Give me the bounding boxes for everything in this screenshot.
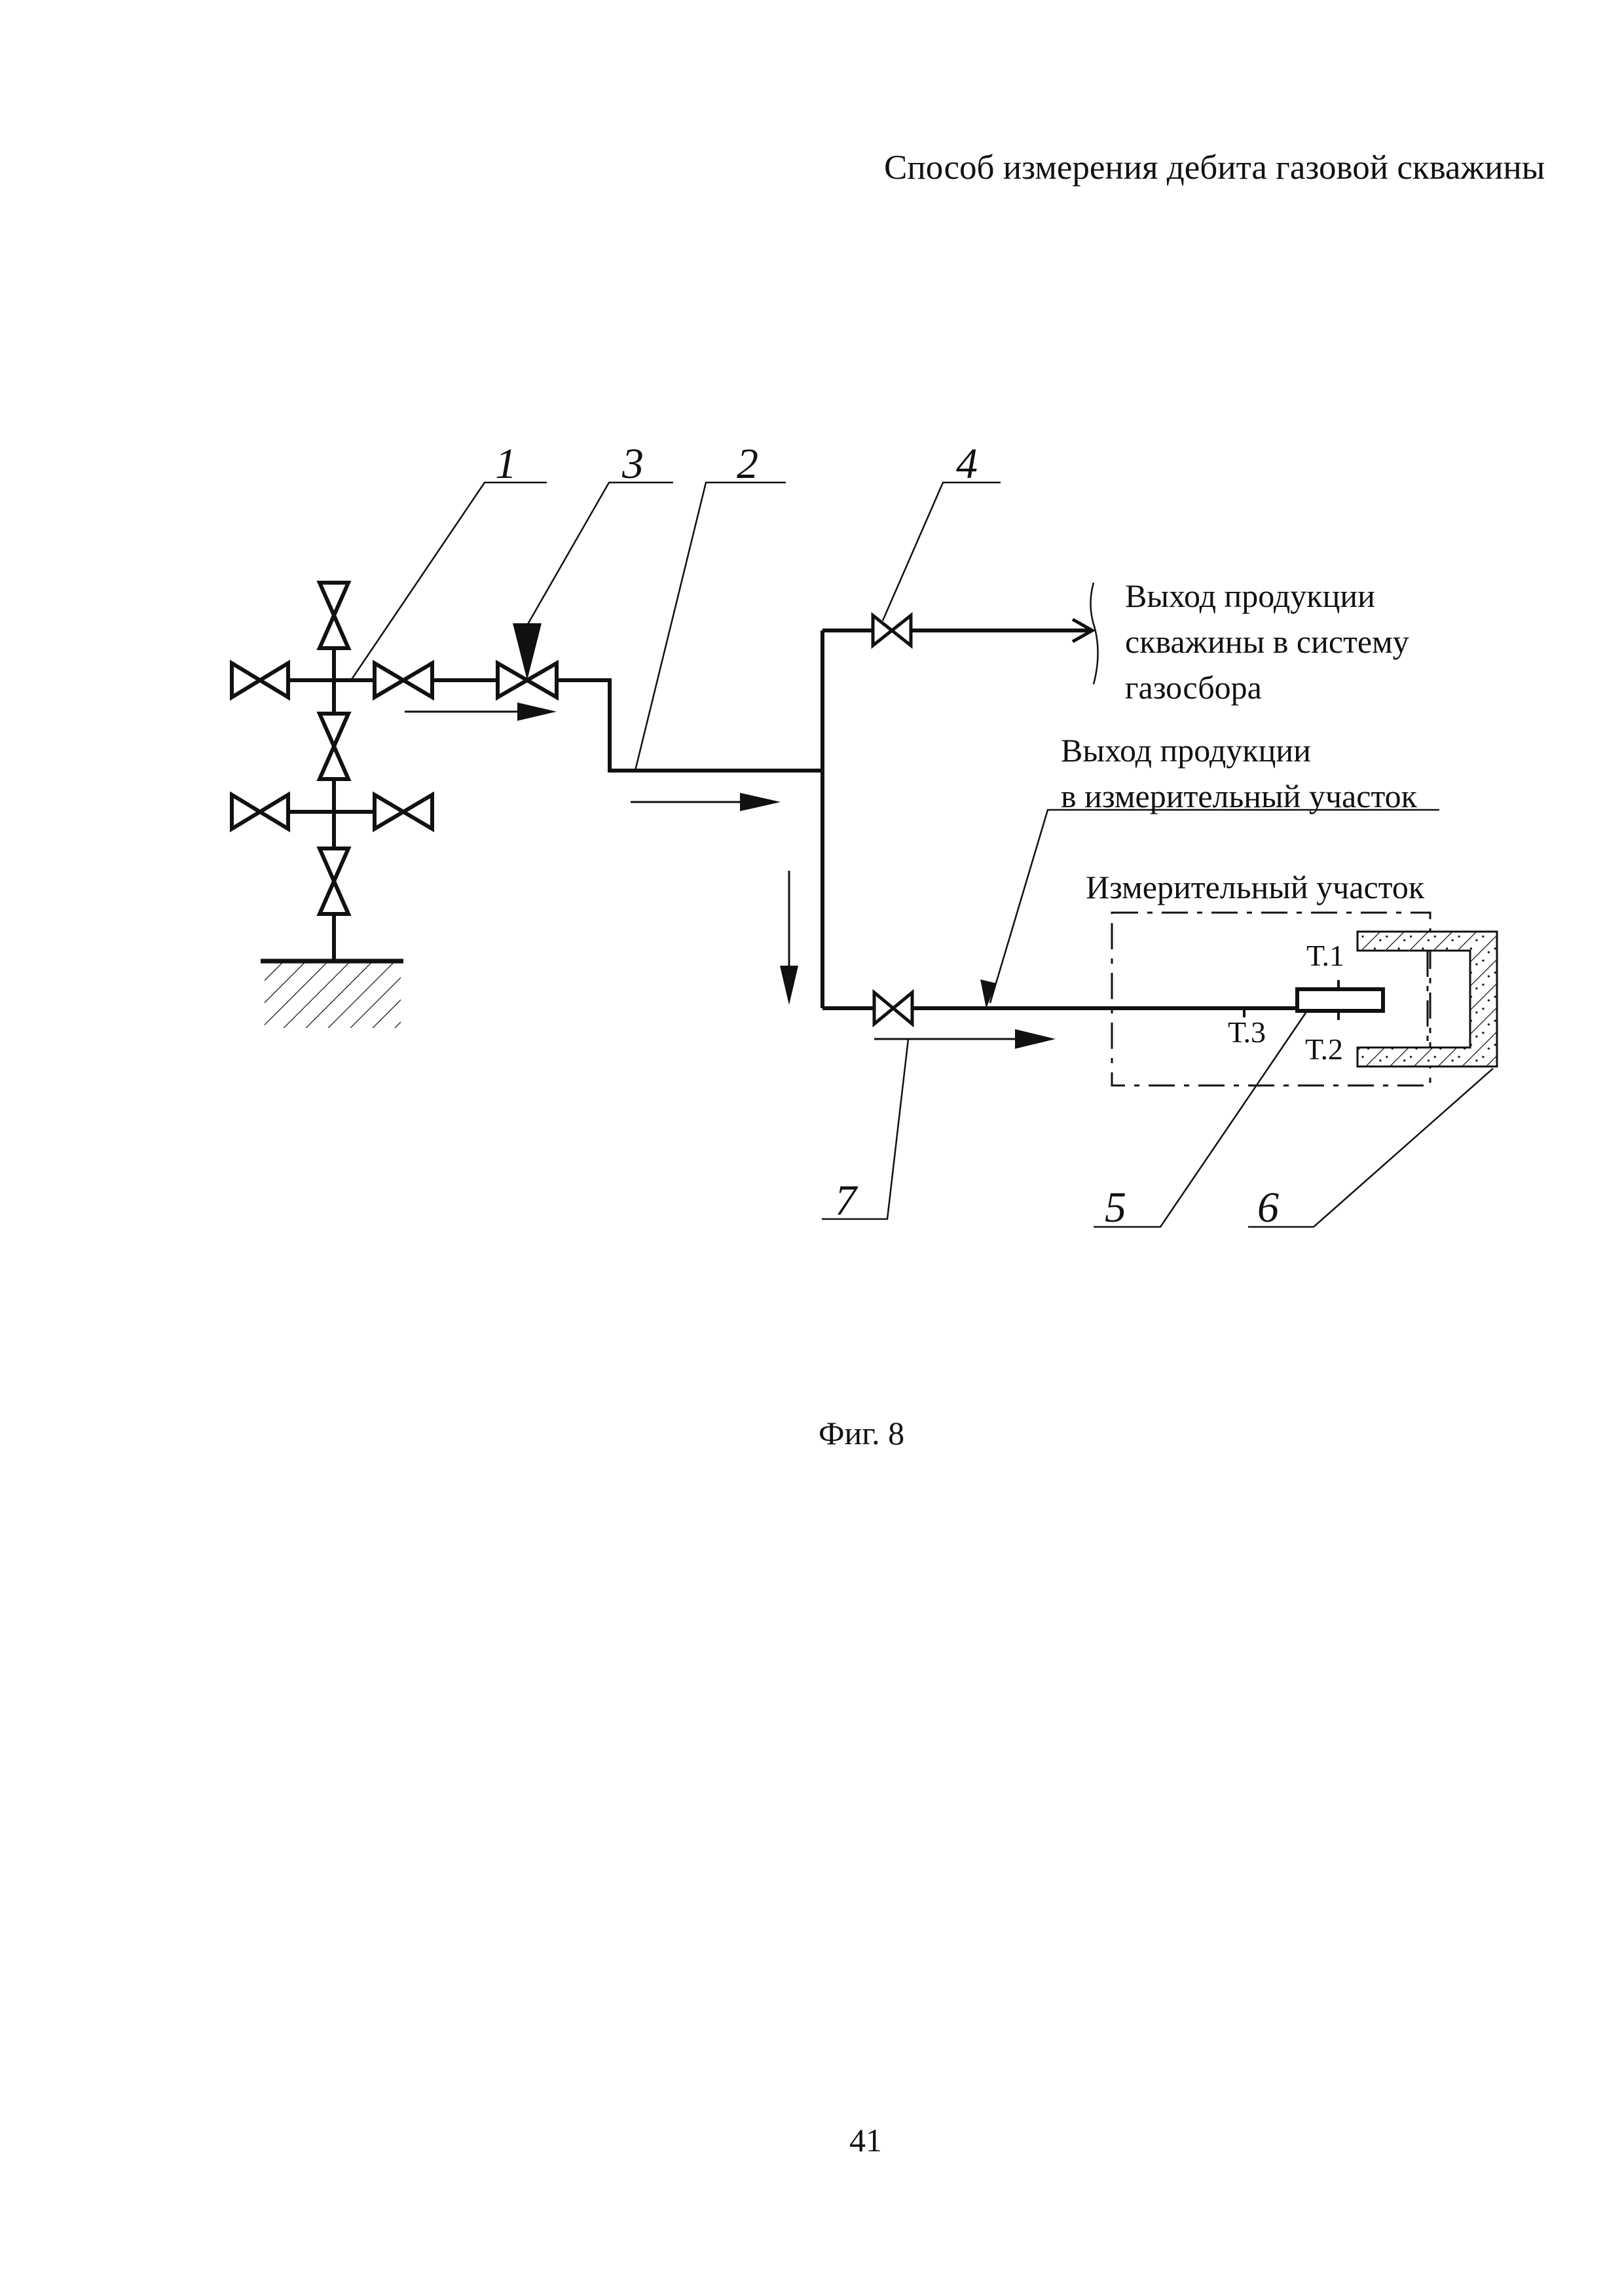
wellhead-lower-right-valve-icon xyxy=(373,791,434,833)
ground-hatch-icon xyxy=(261,958,403,1028)
point-t2-label: Т.2 xyxy=(1305,1032,1343,1066)
leader-2 xyxy=(634,481,786,771)
wellhead-top-valve-icon xyxy=(316,581,352,650)
callout-7: 7 xyxy=(835,1176,858,1224)
flow-arrow-measuring xyxy=(874,1029,1056,1049)
wellhead-upper-left-valve-icon xyxy=(230,659,290,701)
callout-1: 1 xyxy=(495,440,517,488)
figure-caption: Фиг. 8 xyxy=(819,1415,905,1451)
measuring-output-line-2: в измерительный участок xyxy=(1061,778,1418,814)
wellhead-master-valve-icon xyxy=(316,712,352,781)
page-header-title: Способ измерения дебита газовой скважины xyxy=(884,149,1545,187)
wellhead-lower-left-valve-icon xyxy=(230,791,290,833)
gathering-brace-icon xyxy=(1090,582,1099,685)
measuring-output-line-1: Выход продукции xyxy=(1061,732,1311,769)
flow-arrow-trunk xyxy=(631,793,781,811)
flow-arrow-down xyxy=(780,871,798,1005)
measuring-output-arrowhead xyxy=(980,979,997,1008)
callout-2: 2 xyxy=(737,440,758,488)
wellhead-cross-icon xyxy=(230,581,434,961)
measuring-section-boundary xyxy=(1111,911,1431,1087)
page-number: 41 xyxy=(849,2122,882,2159)
flowline-pipe xyxy=(432,629,1297,1010)
gathering-output-line-3: газосбора xyxy=(1125,669,1262,706)
leader-1 xyxy=(350,481,547,681)
callout-3: 3 xyxy=(621,440,644,488)
leader-5 xyxy=(1094,1010,1308,1228)
wellhead-lower-master-valve-icon xyxy=(316,847,352,916)
point-t3-label: Т.3 xyxy=(1228,1015,1266,1049)
leader-3 xyxy=(526,481,673,626)
leader-4 xyxy=(881,481,1001,621)
leader-6 xyxy=(1248,1068,1494,1228)
gathering-valve-icon xyxy=(871,611,913,649)
leader-measuring-output xyxy=(989,809,1439,1004)
callout-4: 4 xyxy=(956,440,978,488)
wellhead-upper-right-valve-icon xyxy=(373,659,434,701)
point-t1-label: Т.1 xyxy=(1306,939,1344,972)
gathering-output-line-2: скважины в систему xyxy=(1125,623,1409,660)
choke-valve-icon xyxy=(496,623,559,701)
gathering-output-line-1: Выход продукции xyxy=(1125,577,1375,614)
insulated-enclosure-icon xyxy=(1356,930,1498,1068)
gathering-output-arrow-icon xyxy=(1071,617,1096,644)
callout-5: 5 xyxy=(1105,1184,1126,1231)
sensor-probe-icon xyxy=(1243,980,1385,1020)
measuring-section-label: Измерительный участок xyxy=(1086,869,1425,905)
callout-6: 6 xyxy=(1257,1184,1279,1231)
measuring-valve-icon xyxy=(872,989,914,1028)
leader-lines xyxy=(350,481,1494,1228)
flow-arrow-wellhead xyxy=(405,702,557,721)
leader-7 xyxy=(822,1038,910,1220)
